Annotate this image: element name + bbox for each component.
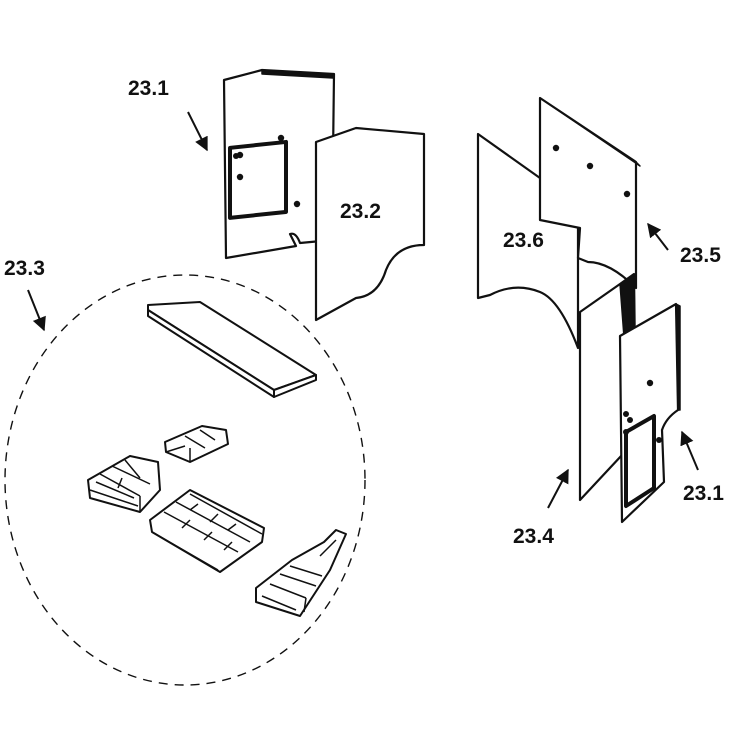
door-opening-right	[624, 414, 656, 508]
part-23-5-rear-panel	[538, 96, 641, 290]
label-23-4: 23.4	[513, 525, 554, 548]
arrow-23-5	[647, 222, 669, 251]
part-23-1-left-side-panel	[222, 68, 336, 260]
part-23-1-right-side-panel	[618, 302, 681, 524]
label-23-1-right: 23.1	[683, 482, 724, 505]
arrow-23-4	[547, 468, 569, 509]
firebrick-right-block	[255, 529, 347, 617]
firebrick-left-block	[87, 455, 161, 513]
label-23-6: 23.6	[503, 229, 544, 252]
firebrick-floor-block	[149, 489, 265, 573]
label-23-2: 23.2	[340, 200, 381, 223]
firebrick-set-outline	[4, 274, 366, 686]
leader-arrows	[27, 111, 699, 509]
part-23-2-panel	[314, 126, 426, 322]
door-opening	[228, 139, 288, 220]
arrow-23-1-left	[187, 111, 208, 152]
label-23-1-left: 23.1	[128, 77, 169, 100]
label-23-3: 23.3	[4, 257, 45, 280]
label-23-5: 23.5	[680, 244, 721, 267]
firebrick-top-slab	[147, 301, 317, 398]
firebrick-small-block	[164, 425, 229, 463]
arrow-23-3	[27, 289, 46, 332]
arrow-23-1-right	[680, 430, 699, 471]
